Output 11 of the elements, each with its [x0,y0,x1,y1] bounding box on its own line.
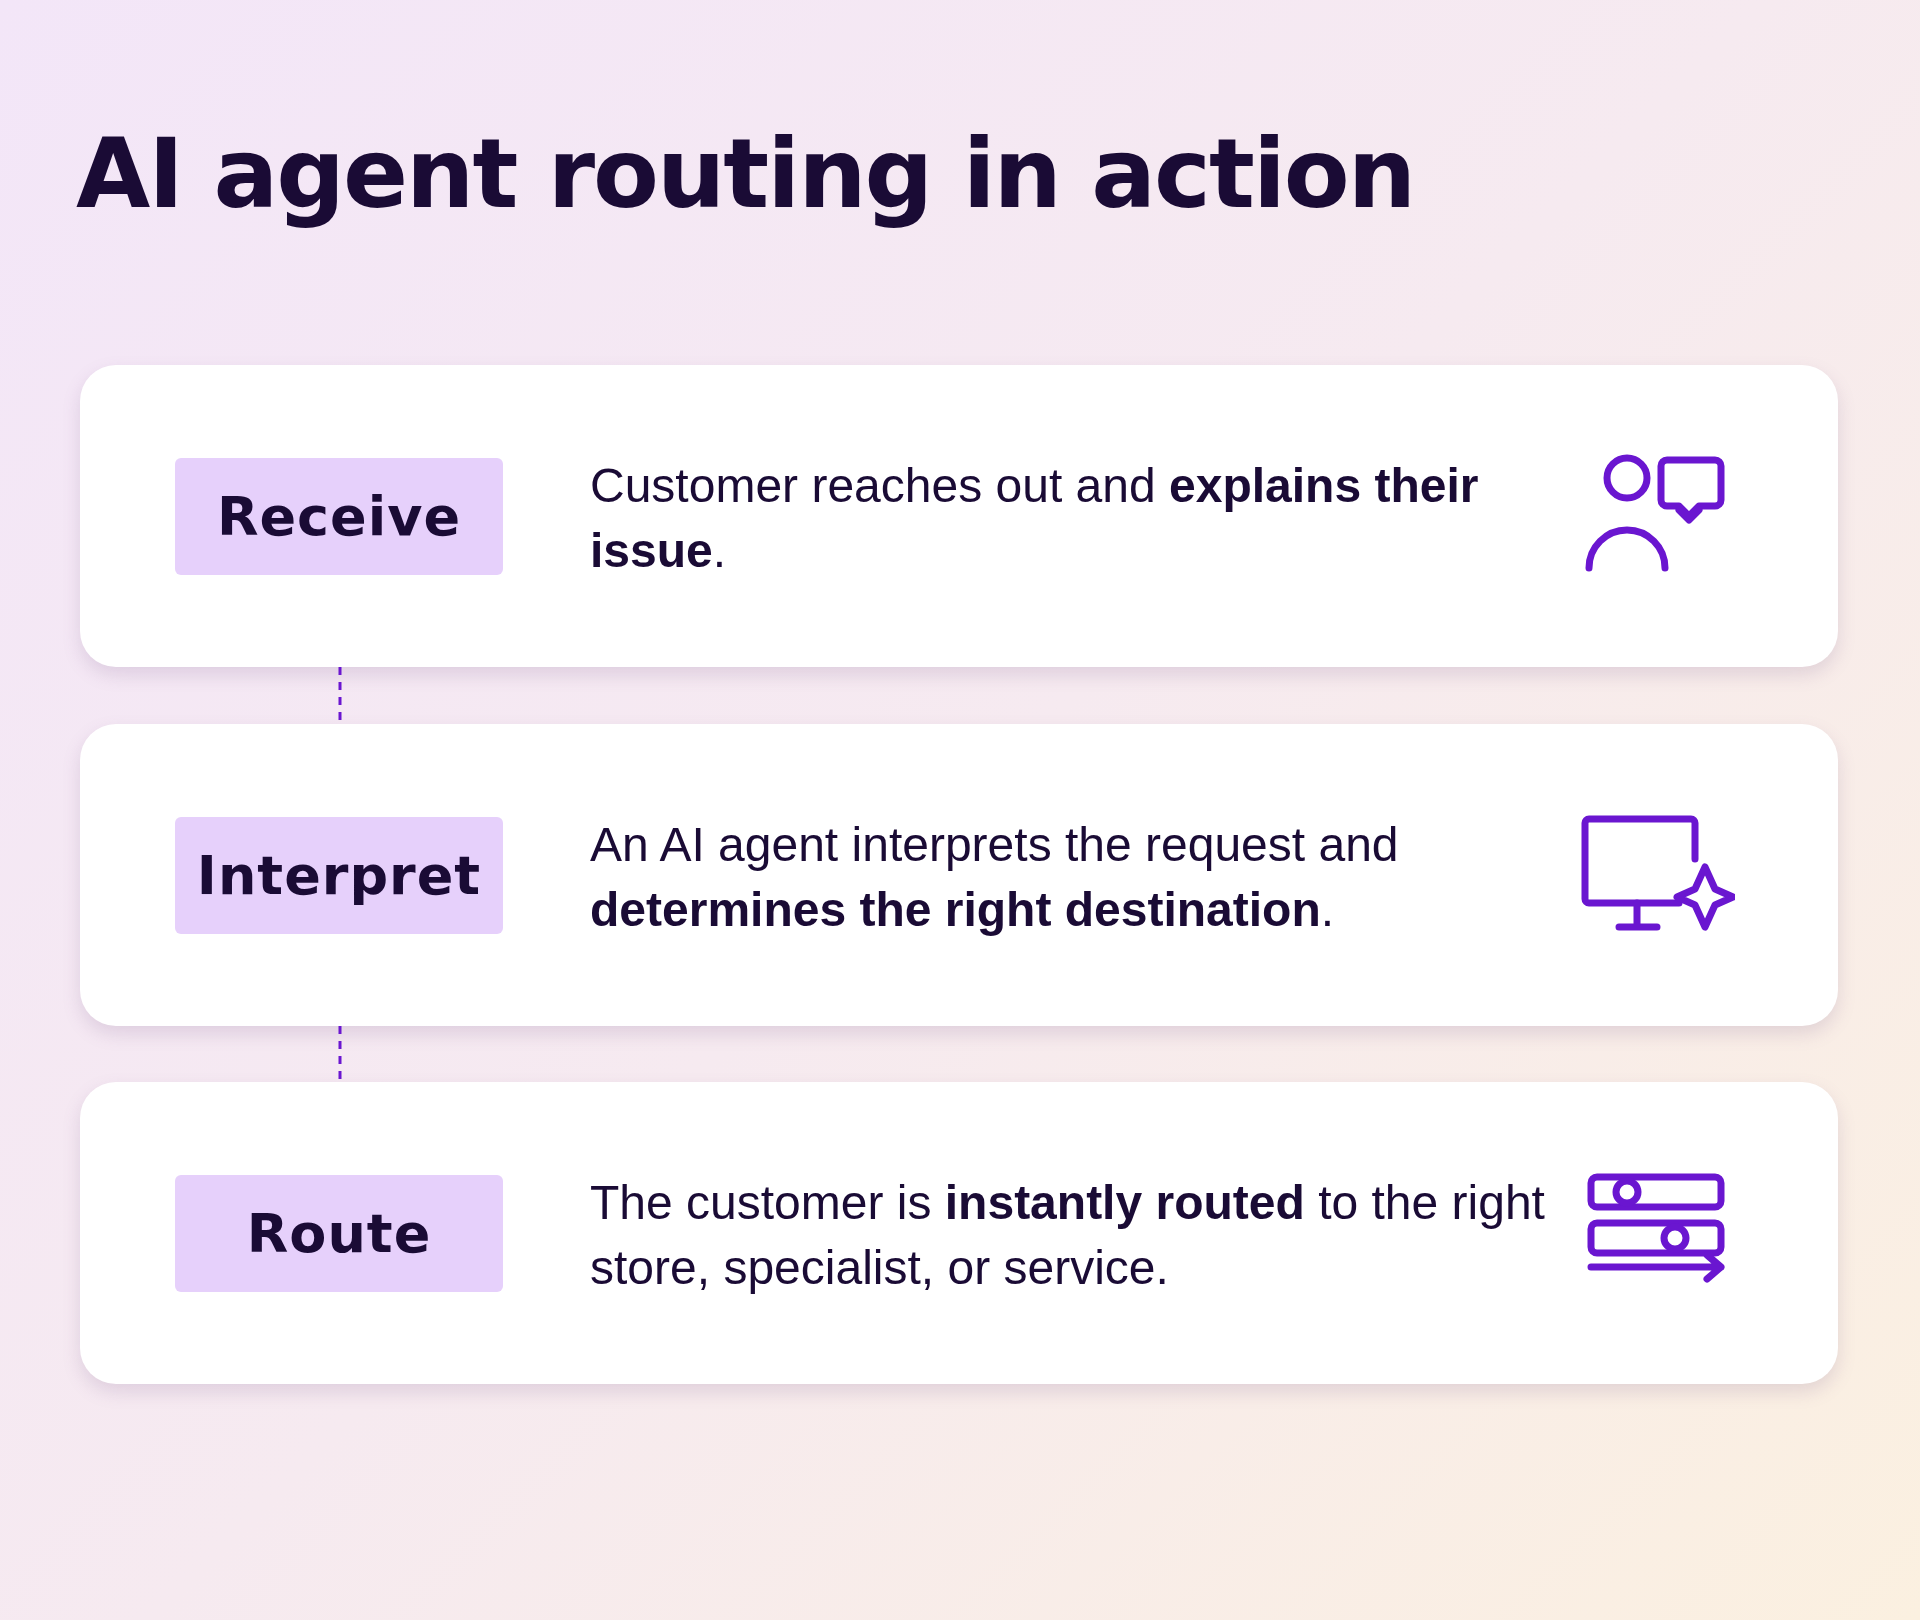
title: AI agent routing in action [76,118,1415,230]
step-label: Route [175,1175,503,1292]
description-text: Customer reaches out and explains their issue. [590,458,1480,579]
step-label: Receive [175,458,503,575]
description-text: An AI agent interprets the request and determines the right destination. [590,817,1400,938]
card [80,724,1838,1026]
card [80,365,1838,667]
card [80,1082,1838,1384]
step-label: Interpret [175,817,503,934]
connector-line [338,1026,342,1082]
description-text: The customer is instantly routed to the right store, specialist, or service. [590,1175,1546,1296]
